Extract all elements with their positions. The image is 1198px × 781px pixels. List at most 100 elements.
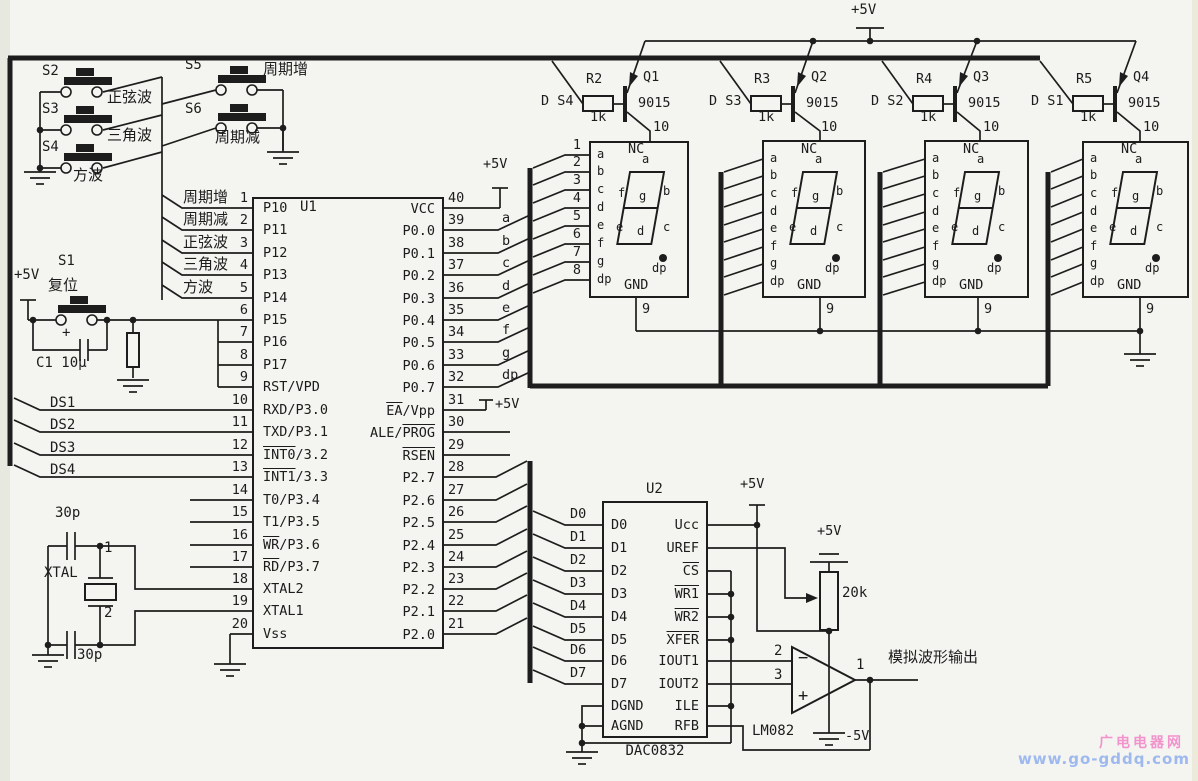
u2-pin-label: UREF	[666, 540, 699, 556]
seven-seg-glyph-letter: d	[972, 224, 980, 238]
u2-pin-label: WR1	[599, 587, 699, 601]
switch-contact	[55, 314, 67, 326]
seven-seg-glyph-letter: e	[951, 220, 959, 234]
u1-pin-number: 15	[231, 504, 248, 520]
seven-seg-glyph-letter: dp	[825, 261, 840, 275]
data-bus-label: D7	[570, 665, 587, 681]
wire	[532, 646, 603, 662]
u2-pin-label: IOUT1	[658, 653, 699, 669]
seven-seg-glyph-letter: f	[791, 186, 799, 200]
wire	[102, 114, 163, 131]
component-body	[84, 583, 117, 601]
junction-dot	[578, 739, 586, 747]
u1-pin-number: 34	[448, 324, 465, 340]
u1-pin-label: Vss	[263, 626, 288, 642]
data-bus-label: D2	[570, 552, 587, 568]
wire	[723, 211, 764, 226]
pin-label-seg: INT0	[263, 447, 296, 463]
junction-dot	[973, 37, 981, 45]
wire	[13, 419, 253, 433]
plus5v-label: +5V	[817, 523, 842, 539]
u1-pin-label: P17	[263, 357, 288, 373]
junction-dot	[727, 636, 735, 644]
component-body	[126, 332, 140, 368]
u1-pin-number: 40	[448, 190, 465, 206]
plus5v-label: +5V	[483, 156, 508, 172]
wire	[161, 239, 253, 254]
seven-seg-glyph	[789, 171, 839, 245]
display-segment-pin-letter: dp	[1090, 274, 1105, 288]
wire	[100, 610, 253, 646]
u1-pin-number: 32	[448, 369, 465, 385]
xtal-node: 1	[104, 540, 113, 556]
wire	[443, 237, 531, 254]
pin-label-seg: CS	[682, 563, 699, 579]
display-nc-label: NC	[1121, 141, 1138, 157]
u1-pin-number: 36	[448, 280, 465, 296]
wire	[443, 550, 528, 568]
display-segment-pin-letter: d	[932, 204, 940, 218]
opamp-plus-sign: +	[798, 686, 809, 706]
seven-seg-glyph-letter: f	[953, 186, 961, 200]
u2-pin-label: D7	[611, 676, 628, 692]
wire	[1039, 60, 1074, 105]
u1-input-label: 周期增	[183, 188, 229, 206]
display-segment-pin-letter: e	[597, 218, 605, 232]
switch-contact	[60, 124, 72, 136]
pushbutton-cap	[76, 106, 94, 114]
u1-ref: U1	[300, 199, 317, 215]
display-segment-pin-letter: dp	[770, 274, 785, 288]
wire	[719, 60, 752, 105]
u1-pin-label: P0.4	[402, 313, 435, 329]
u1-pin-number: 19	[231, 593, 248, 609]
switch-ref: S3	[42, 101, 59, 117]
display-segment-pin-letter: f	[597, 236, 605, 250]
seven-seg-glyph-letter: a	[815, 152, 823, 166]
junction-dot	[974, 327, 982, 335]
transistor-part: 9015	[1128, 95, 1161, 111]
display-segment-pin-letter: e	[770, 221, 778, 235]
resistor-value: 1k	[1080, 109, 1097, 125]
u1-pin-label: RSEN	[322, 449, 435, 463]
display-segment-pin-letter: a	[770, 151, 778, 165]
pin-label-seg: XFER	[666, 632, 699, 648]
u2-pin-label: D4	[611, 609, 628, 625]
wire	[532, 154, 590, 169]
u2-pin-label: DGND	[611, 698, 644, 714]
seven-seg-glyph	[616, 171, 666, 245]
opamp-pin-number: 2	[774, 643, 783, 659]
seven-seg-glyph-letter: a	[642, 152, 650, 166]
data-bus-label: D1	[570, 529, 587, 545]
pushbutton-cap	[218, 75, 266, 83]
wire	[707, 547, 806, 599]
pin-label-seg: PROG	[402, 425, 435, 441]
u1-pin-number: 29	[448, 437, 465, 453]
u1-pin-label: P0.3	[402, 291, 435, 307]
resistor-value: 1k	[590, 109, 607, 125]
u1-pin-number: 2	[239, 212, 248, 228]
seven-seg-glyph-letter: c	[663, 220, 671, 234]
pot-wiper-arrow	[806, 593, 818, 603]
u2-pin-label: IOUT2	[658, 676, 699, 692]
opamp-minus-sign: −	[798, 648, 809, 668]
display-nc-label: NC	[801, 141, 818, 157]
u1-pin-number: 11	[231, 414, 248, 430]
u1-input-label: 周期减	[183, 210, 229, 228]
junction-dot	[866, 37, 874, 45]
seven-seg-glyph-letter: c	[998, 220, 1006, 234]
junction-dot	[96, 542, 104, 550]
wire	[443, 282, 531, 299]
seven-seg-glyph-letter: e	[789, 220, 797, 234]
component-body	[924, 140, 1029, 298]
plus5v-label: +5V	[495, 396, 520, 412]
resistor-value: 1k	[920, 109, 937, 125]
display-segment-pin-letter: b	[597, 164, 605, 178]
u1-input-label: 正弦波	[183, 233, 229, 251]
junction-dot	[809, 37, 817, 45]
ds-line-label: DS1	[50, 395, 76, 411]
component-body	[912, 95, 944, 112]
display-segment-pin-letter: a	[597, 147, 605, 161]
wire	[626, 111, 651, 142]
display-pin-number: 4	[572, 190, 581, 206]
